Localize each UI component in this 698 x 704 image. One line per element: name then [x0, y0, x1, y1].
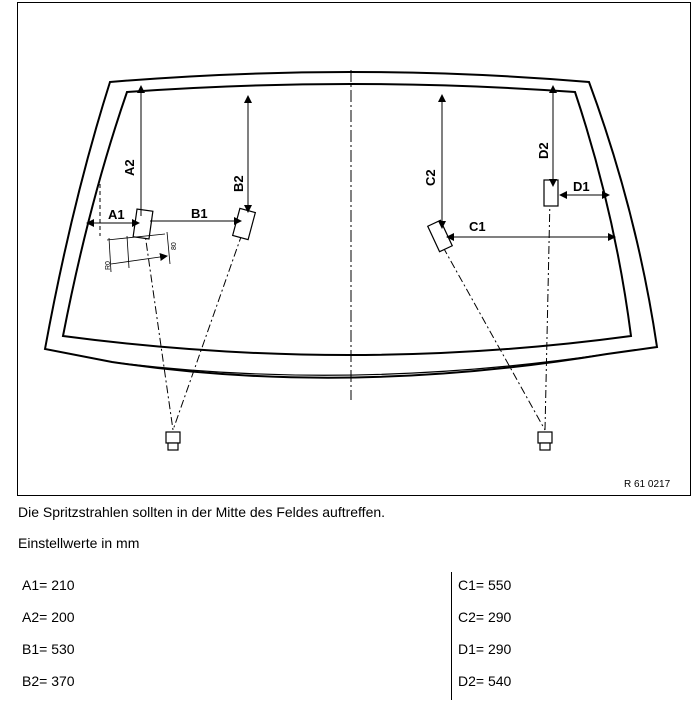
- value-number: 210: [51, 577, 75, 593]
- target-field-b: [231, 207, 257, 241]
- value-label: C2=: [458, 609, 485, 625]
- windshield-diagram: A1 A2 B1 B2 C1 C2 D1 D2 R0 80 R 61 0217: [17, 2, 691, 496]
- value-label: A1=: [22, 577, 48, 593]
- label-a2: A2: [122, 159, 137, 176]
- value-row-a1: A1= 210: [22, 576, 75, 608]
- value-row-d1: D1= 290: [458, 640, 511, 672]
- value-row-c1: C1= 550: [458, 576, 511, 608]
- label-d2: D2: [536, 142, 551, 159]
- value-row-b1: B1= 530: [22, 640, 75, 672]
- label-radius-80: 80: [171, 242, 178, 250]
- value-label: D1=: [458, 641, 485, 657]
- values-column-left: A1= 210 A2= 200 B1= 530 B2= 370: [22, 576, 75, 704]
- value-label: B1=: [22, 641, 48, 657]
- windshield-lower-trim: [111, 353, 608, 376]
- windshield-inner-outline: [61, 83, 633, 356]
- value-number: 370: [51, 673, 75, 689]
- label-d1: D1: [573, 179, 590, 194]
- value-number: 200: [51, 609, 75, 625]
- left-nozzle-icon: [165, 431, 181, 451]
- caption-instruction: Die Spritzstrahlen sollten in der Mitte …: [18, 504, 386, 520]
- value-number: 540: [487, 673, 512, 689]
- target-field-a: [132, 208, 154, 240]
- spray-lines: [143, 197, 551, 431]
- value-number: 530: [51, 641, 75, 657]
- value-row-b2: B2= 370: [22, 672, 75, 704]
- value-row-d2: D2= 540: [458, 672, 511, 704]
- value-row-c2: C2= 290: [458, 608, 511, 640]
- value-number: 550: [487, 577, 512, 593]
- values-column-divider: [451, 572, 452, 700]
- target-field-d: [543, 179, 559, 207]
- right-nozzle-icon: [537, 431, 553, 451]
- value-label: A2=: [22, 609, 48, 625]
- label-c1: C1: [469, 219, 486, 234]
- label-b1: B1: [191, 206, 208, 221]
- label-radius-40: R0: [105, 261, 112, 270]
- label-b2: B2: [231, 175, 246, 192]
- label-a1: A1: [108, 207, 125, 222]
- value-number: 290: [487, 609, 512, 625]
- values-column-right: C1= 550 C2= 290 D1= 290 D2= 540: [458, 576, 511, 704]
- target-field-c: [426, 219, 454, 253]
- figure-frame: [17, 2, 691, 496]
- value-label: B2=: [22, 673, 48, 689]
- value-number: 290: [487, 641, 512, 657]
- value-label: C1=: [458, 577, 485, 593]
- figure-reference-number: R 61 0217: [624, 479, 671, 490]
- label-c2: C2: [423, 169, 438, 186]
- radius-construction: [106, 231, 171, 273]
- value-row-a2: A2= 200: [22, 608, 75, 640]
- caption-units: Einstellwerte in mm: [18, 535, 140, 551]
- value-label: D2=: [458, 673, 485, 689]
